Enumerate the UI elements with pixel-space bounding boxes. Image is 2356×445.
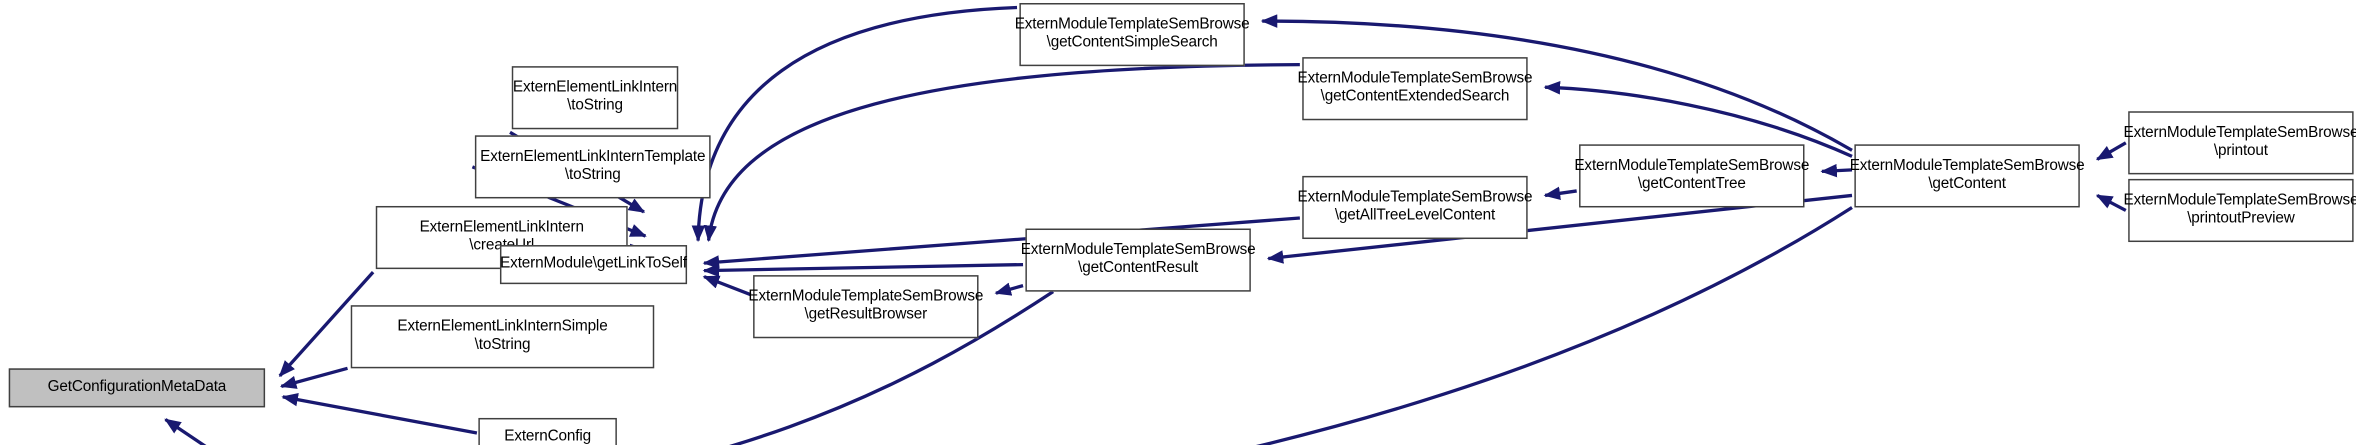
node-label: ExternModuleTemplateSemBrowse \getConten… xyxy=(1849,158,2085,193)
node-extern-module-template-sem-browse-get-content[interactable]: ExternModuleTemplateSemBrowse \getConten… xyxy=(1850,144,2085,208)
node-label: ExternElementLinkInternTemplate \toStrin… xyxy=(480,149,706,184)
node-extern-element-link-intern-simple-to-string[interactable]: ExternElementLinkInternSimple \toString xyxy=(350,305,655,369)
node-label: ExternElementLinkInternSimple \toString xyxy=(397,319,608,354)
edge-externconfig-to-meta xyxy=(281,392,478,435)
edge-simpletostring-to-meta xyxy=(279,366,348,389)
node-get-configuration-meta-data[interactable]: GetConfigurationMetaData xyxy=(8,368,266,408)
edge-getlinktomodule-to-meta xyxy=(164,418,207,445)
node-label: ExternModule\getLinkToSelf xyxy=(500,255,687,273)
edge-getcontentresult-to-getlinktoself xyxy=(702,262,1024,278)
edge-getcontentextendedsearch-to-getlinktoself xyxy=(703,62,1300,243)
node-label: ExternModuleTemplateSemBrowse \printoutP… xyxy=(2123,192,2356,228)
node-label: ExternElementLinkIntern \toString xyxy=(512,80,678,115)
node-extern-module-template-sem-browse-get-result-browser[interactable]: ExternModuleTemplateSemBrowse \getResult… xyxy=(748,275,983,339)
node-extern-module-template-sem-browse-printout[interactable]: ExternModuleTemplateSemBrowse \printout xyxy=(2124,111,2356,175)
node-label: ExternModuleTemplateSemBrowse \getAllTre… xyxy=(1297,189,1533,225)
node-extern-module-template-sem-browse-printout-preview[interactable]: ExternModuleTemplateSemBrowse \printoutP… xyxy=(2124,178,2356,243)
node-label: ExternModuleTemplateSemBrowse \getResult… xyxy=(748,289,984,324)
node-label: ExternModuleTemplateSemBrowse \getConten… xyxy=(1014,17,1250,52)
node-extern-element-link-intern-template-to-string[interactable]: ExternElementLinkInternTemplate \toStrin… xyxy=(474,135,711,199)
node-label: ExternModuleTemplateSemBrowse \printout xyxy=(2123,125,2356,160)
node-extern-module-template-sem-browse-get-content-simple-search[interactable]: ExternModuleTemplateSemBrowse \getConten… xyxy=(1015,3,1250,67)
node-extern-module-get-link-to-self[interactable]: ExternModule\getLinkToSelf xyxy=(499,245,688,285)
node-extern-module-template-sem-browse-get-content-result[interactable]: ExternModuleTemplateSemBrowse \getConten… xyxy=(1021,228,1256,292)
node-label: ExternConfig xyxy=(504,428,591,445)
node-extern-module-template-sem-browse-get-content-extended-search[interactable]: ExternModuleTemplateSemBrowse \getConten… xyxy=(1298,57,1533,121)
node-extern-module-template-sem-browse-get-content-tree[interactable]: ExternModuleTemplateSemBrowse \getConten… xyxy=(1574,144,1809,208)
node-extern-config[interactable]: ExternConfig xyxy=(478,417,617,445)
node-label: ExternModuleTemplateSemBrowse \getConten… xyxy=(1297,71,1533,106)
node-label: GetConfigurationMetaData xyxy=(47,379,227,396)
node-label: ExternModuleTemplateSemBrowse \getConten… xyxy=(1574,158,1810,193)
node-label: ExternModuleTemplateSemBrowse \getConten… xyxy=(1020,242,1256,277)
node-extern-element-link-intern-to-string[interactable]: ExternElementLinkIntern \toString xyxy=(511,66,679,130)
edge-getcontentsimplesearch-to-getlinktoself xyxy=(691,5,1018,243)
edge-getcontentresult-to-getresultbrowser xyxy=(994,282,1024,296)
node-extern-module-template-sem-browse-get-all-tree-level-content[interactable]: ExternModuleTemplateSemBrowse \getAllTre… xyxy=(1298,175,1533,240)
